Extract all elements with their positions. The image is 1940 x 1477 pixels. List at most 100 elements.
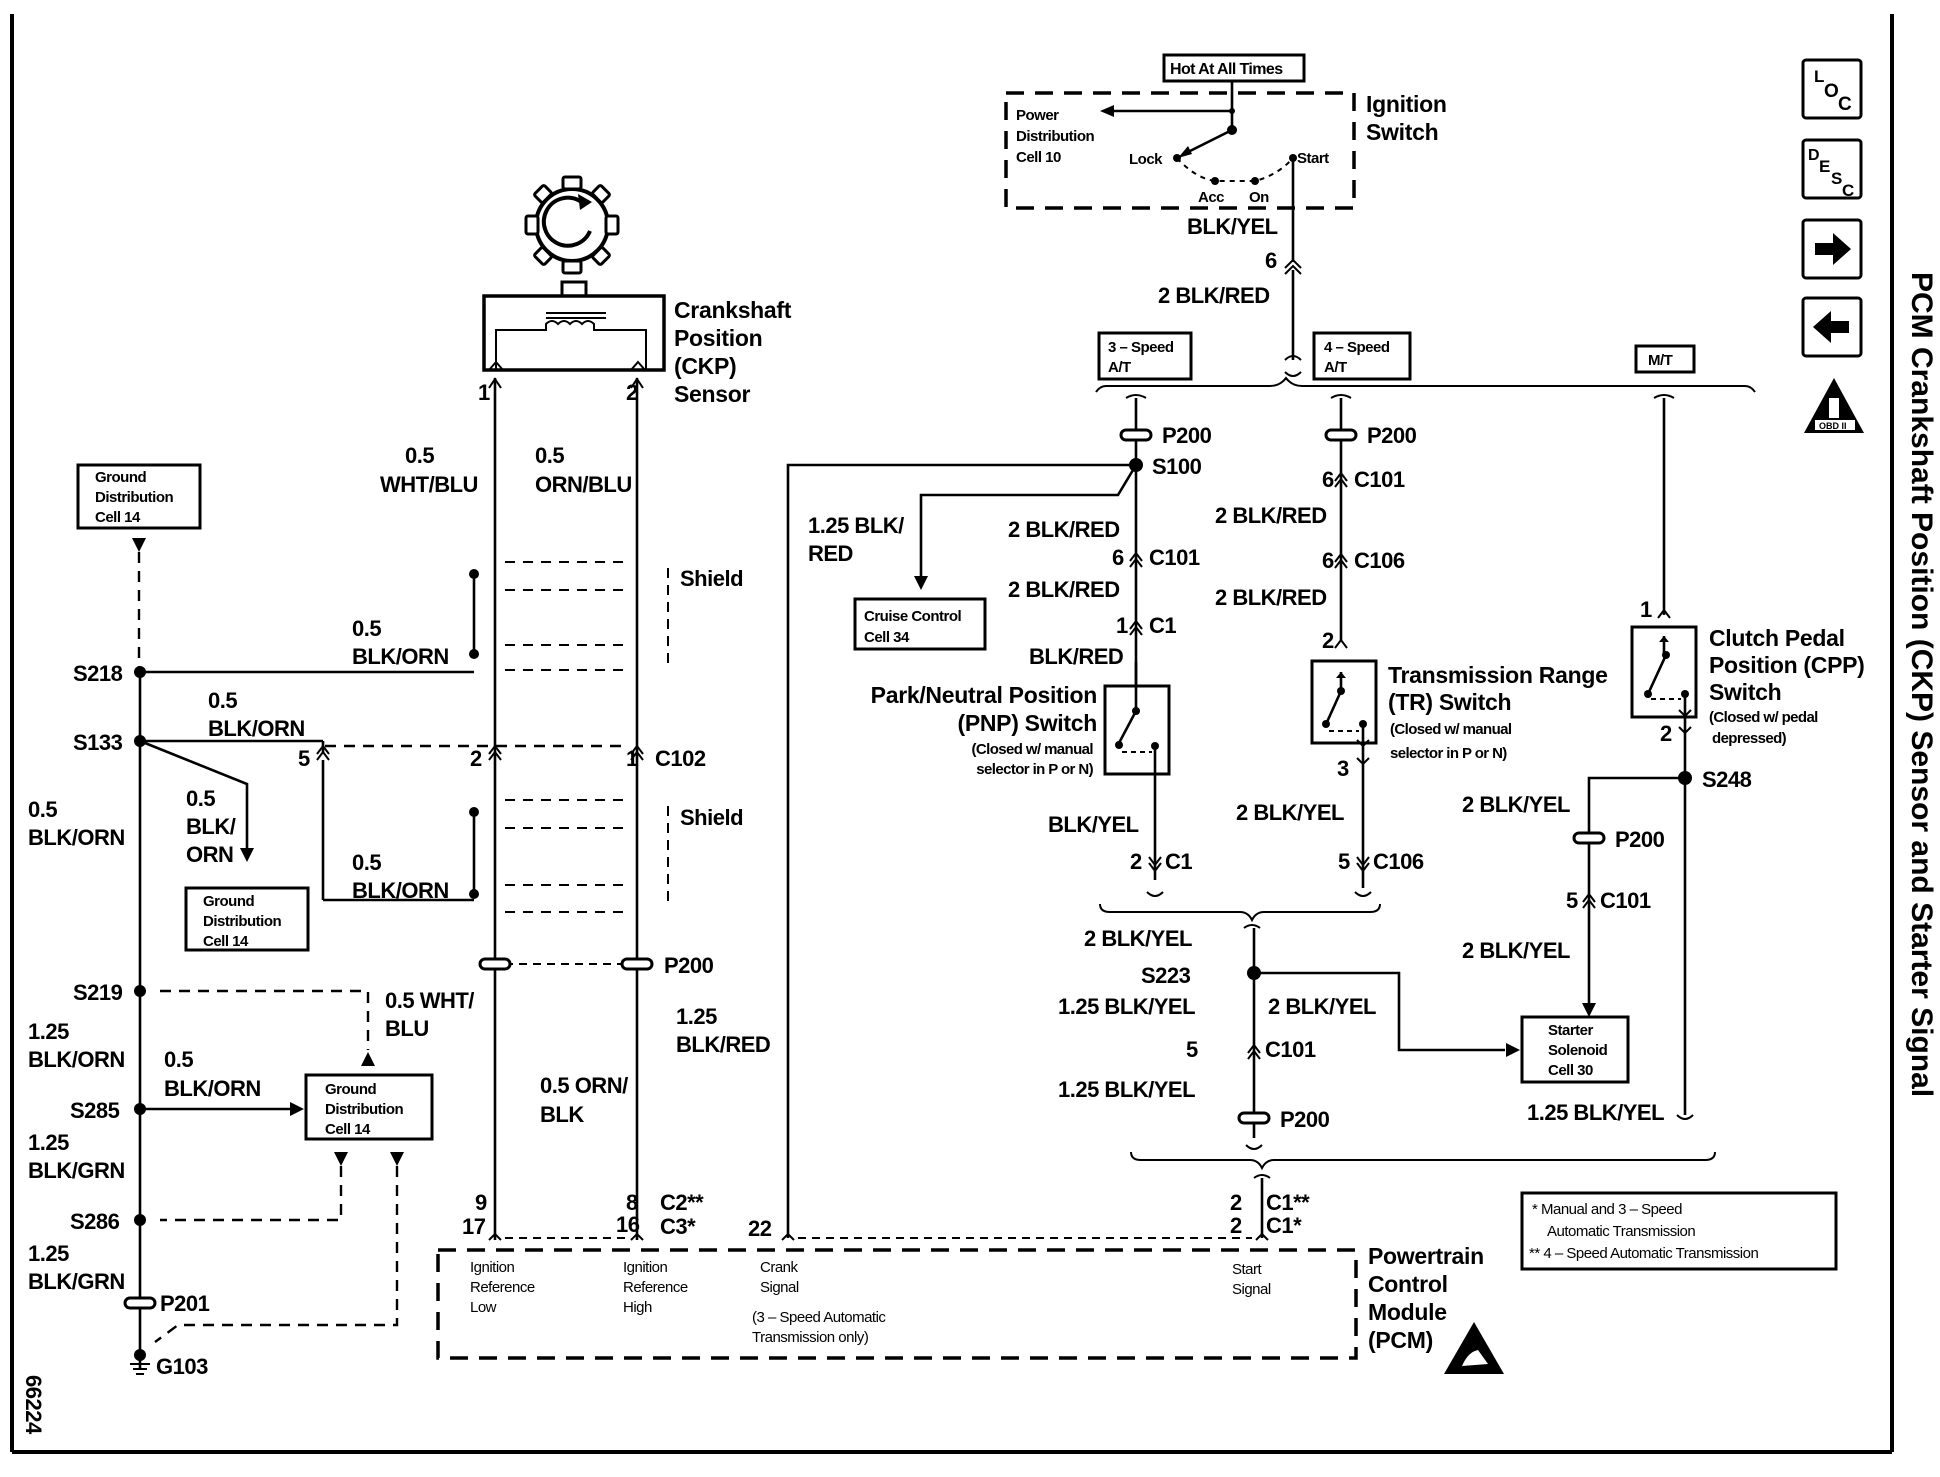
svg-text:Power: Power	[1016, 107, 1059, 124]
svg-text:P200: P200	[664, 953, 714, 978]
svg-text:C: C	[1842, 181, 1854, 200]
svg-text:1.25 BLK/YEL: 1.25 BLK/YEL	[1058, 1077, 1195, 1102]
svg-text:Starter: Starter	[1548, 1022, 1594, 1039]
shield-label: Shield	[680, 566, 743, 591]
svg-text:BLK/ORN: BLK/ORN	[28, 1047, 125, 1072]
crank-circuit: 3 – Speed A/T 4 – Speed A/T M/T 1.25 BLK…	[676, 331, 1865, 1241]
svg-text:C: C	[1838, 94, 1852, 115]
svg-text:Position: Position	[674, 325, 762, 351]
svg-text:1.25: 1.25	[28, 1019, 69, 1044]
svg-text:5: 5	[1338, 849, 1350, 874]
svg-text:1.25: 1.25	[676, 1004, 717, 1029]
ckp-wires: 0.5 WHT/BLU 0.5 ORN/BLU Shield 2 1 C102 …	[325, 377, 744, 1241]
svg-text:C1: C1	[1149, 613, 1176, 638]
svg-text:OBD II: OBD II	[1819, 421, 1847, 431]
svg-text:3: 3	[1337, 756, 1349, 781]
svg-text:D: D	[1808, 147, 1819, 164]
svg-text:Clutch Pedal: Clutch Pedal	[1709, 625, 1845, 651]
obd-ii-icon[interactable]: OBD II	[1804, 378, 1864, 433]
location-icon[interactable]: L O C	[1801, 58, 1863, 120]
svg-text:BLK/RED: BLK/RED	[676, 1032, 770, 1057]
svg-text:1: 1	[478, 380, 490, 405]
hot-at-all-times-label: Hot At All Times	[1162, 53, 1306, 83]
svg-text:6: 6	[1322, 548, 1334, 573]
svg-text:ORN: ORN	[186, 842, 233, 867]
svg-text:3 – Speed: 3 – Speed	[1108, 339, 1174, 356]
svg-text:Signal: Signal	[1232, 1281, 1271, 1298]
svg-text:2 BLK/YEL: 2 BLK/YEL	[1462, 792, 1570, 817]
svg-text:BLK: BLK	[540, 1102, 584, 1127]
svg-text:Distribution: Distribution	[203, 913, 281, 930]
figure-number: 66224	[21, 1375, 46, 1435]
svg-text:S286: S286	[70, 1209, 120, 1234]
svg-text:Automatic Transmission: Automatic Transmission	[1547, 1223, 1695, 1240]
svg-text:S285: S285	[70, 1098, 120, 1123]
svg-text:Powertrain: Powertrain	[1368, 1243, 1484, 1269]
svg-text:(PCM): (PCM)	[1368, 1327, 1433, 1353]
svg-text:Signal: Signal	[760, 1279, 799, 1296]
svg-text:High: High	[623, 1299, 652, 1316]
svg-text:(Closed w/ pedal: (Closed w/ pedal	[1709, 709, 1818, 726]
svg-text:L: L	[1814, 67, 1824, 86]
svg-text:C101: C101	[1265, 1037, 1316, 1062]
svg-text:2 BLK/RED: 2 BLK/RED	[1158, 283, 1270, 308]
reluctor-wheel-icon	[524, 175, 620, 275]
svg-text:0.5: 0.5	[28, 797, 57, 822]
next-page-icon[interactable]	[1801, 218, 1863, 280]
svg-text:2 BLK/YEL: 2 BLK/YEL	[1462, 938, 1570, 963]
svg-text:Ignition: Ignition	[1366, 91, 1447, 117]
description-icon[interactable]: D E S C	[1801, 138, 1863, 200]
svg-text:1: 1	[1116, 613, 1128, 638]
esd-warning-icon	[1444, 1322, 1504, 1374]
pcm-module: Ignition Reference Low Ignition Referenc…	[436, 1243, 1484, 1360]
svg-text:Crank: Crank	[760, 1259, 799, 1276]
svg-text:Ground: Ground	[203, 893, 254, 910]
svg-text:9: 9	[475, 1190, 487, 1215]
svg-text:Solenoid: Solenoid	[1548, 1042, 1608, 1059]
svg-text:1.25: 1.25	[28, 1130, 69, 1155]
svg-text:S223: S223	[1141, 963, 1191, 988]
svg-text:Transmission Range: Transmission Range	[1388, 662, 1608, 688]
svg-text:Cell 14: Cell 14	[325, 1121, 371, 1138]
svg-text:BLK/: BLK/	[186, 814, 236, 839]
svg-text:2: 2	[1130, 849, 1142, 874]
svg-text:2 BLK/YEL: 2 BLK/YEL	[1084, 926, 1192, 951]
svg-text:BLK/YEL: BLK/YEL	[1187, 214, 1278, 239]
svg-text:P200: P200	[1367, 423, 1417, 448]
svg-text:P200: P200	[1280, 1107, 1330, 1132]
svg-text:A/T: A/T	[1108, 359, 1131, 376]
svg-text:(PNP) Switch: (PNP) Switch	[957, 710, 1097, 736]
svg-text:Start: Start	[1297, 150, 1329, 167]
svg-text:0.5: 0.5	[405, 443, 434, 468]
svg-text:1: 1	[1640, 597, 1652, 622]
svg-text:Start: Start	[1232, 1261, 1263, 1278]
svg-text:Cell 14: Cell 14	[203, 933, 249, 950]
svg-text:2: 2	[1230, 1213, 1242, 1238]
svg-text:5: 5	[1566, 888, 1578, 913]
svg-text:2 BLK/RED: 2 BLK/RED	[1215, 503, 1327, 528]
svg-text:Crankshaft: Crankshaft	[674, 297, 792, 323]
svg-text:M/T: M/T	[1648, 352, 1673, 369]
svg-text:(TR) Switch: (TR) Switch	[1388, 689, 1511, 715]
svg-text:* Manual and 3 – Speed: * Manual and 3 – Speed	[1532, 1201, 1682, 1218]
svg-text:P200: P200	[1615, 827, 1665, 852]
svg-text:depressed): depressed)	[1712, 730, 1787, 747]
svg-text:Cell 30: Cell 30	[1548, 1062, 1593, 1079]
svg-text:C1: C1	[1165, 849, 1192, 874]
svg-text:6: 6	[1112, 545, 1124, 570]
svg-text:6: 6	[1322, 467, 1334, 492]
svg-text:selector in P or N): selector in P or N)	[1390, 745, 1507, 762]
svg-text:Ground: Ground	[95, 469, 146, 486]
svg-text:2: 2	[470, 746, 482, 771]
svg-text:C3*: C3*	[660, 1214, 696, 1239]
previous-page-icon[interactable]	[1801, 296, 1863, 358]
svg-text:BLK/ORN: BLK/ORN	[352, 644, 449, 669]
svg-text:Cell 14: Cell 14	[95, 509, 141, 526]
svg-text:0.5: 0.5	[186, 786, 215, 811]
svg-text:2 BLK/YEL: 2 BLK/YEL	[1268, 994, 1376, 1019]
svg-text:4 – Speed: 4 – Speed	[1324, 339, 1390, 356]
svg-text:C1**: C1**	[1266, 1190, 1310, 1215]
svg-text:6: 6	[1265, 248, 1277, 273]
svg-text:0.5: 0.5	[208, 688, 237, 713]
